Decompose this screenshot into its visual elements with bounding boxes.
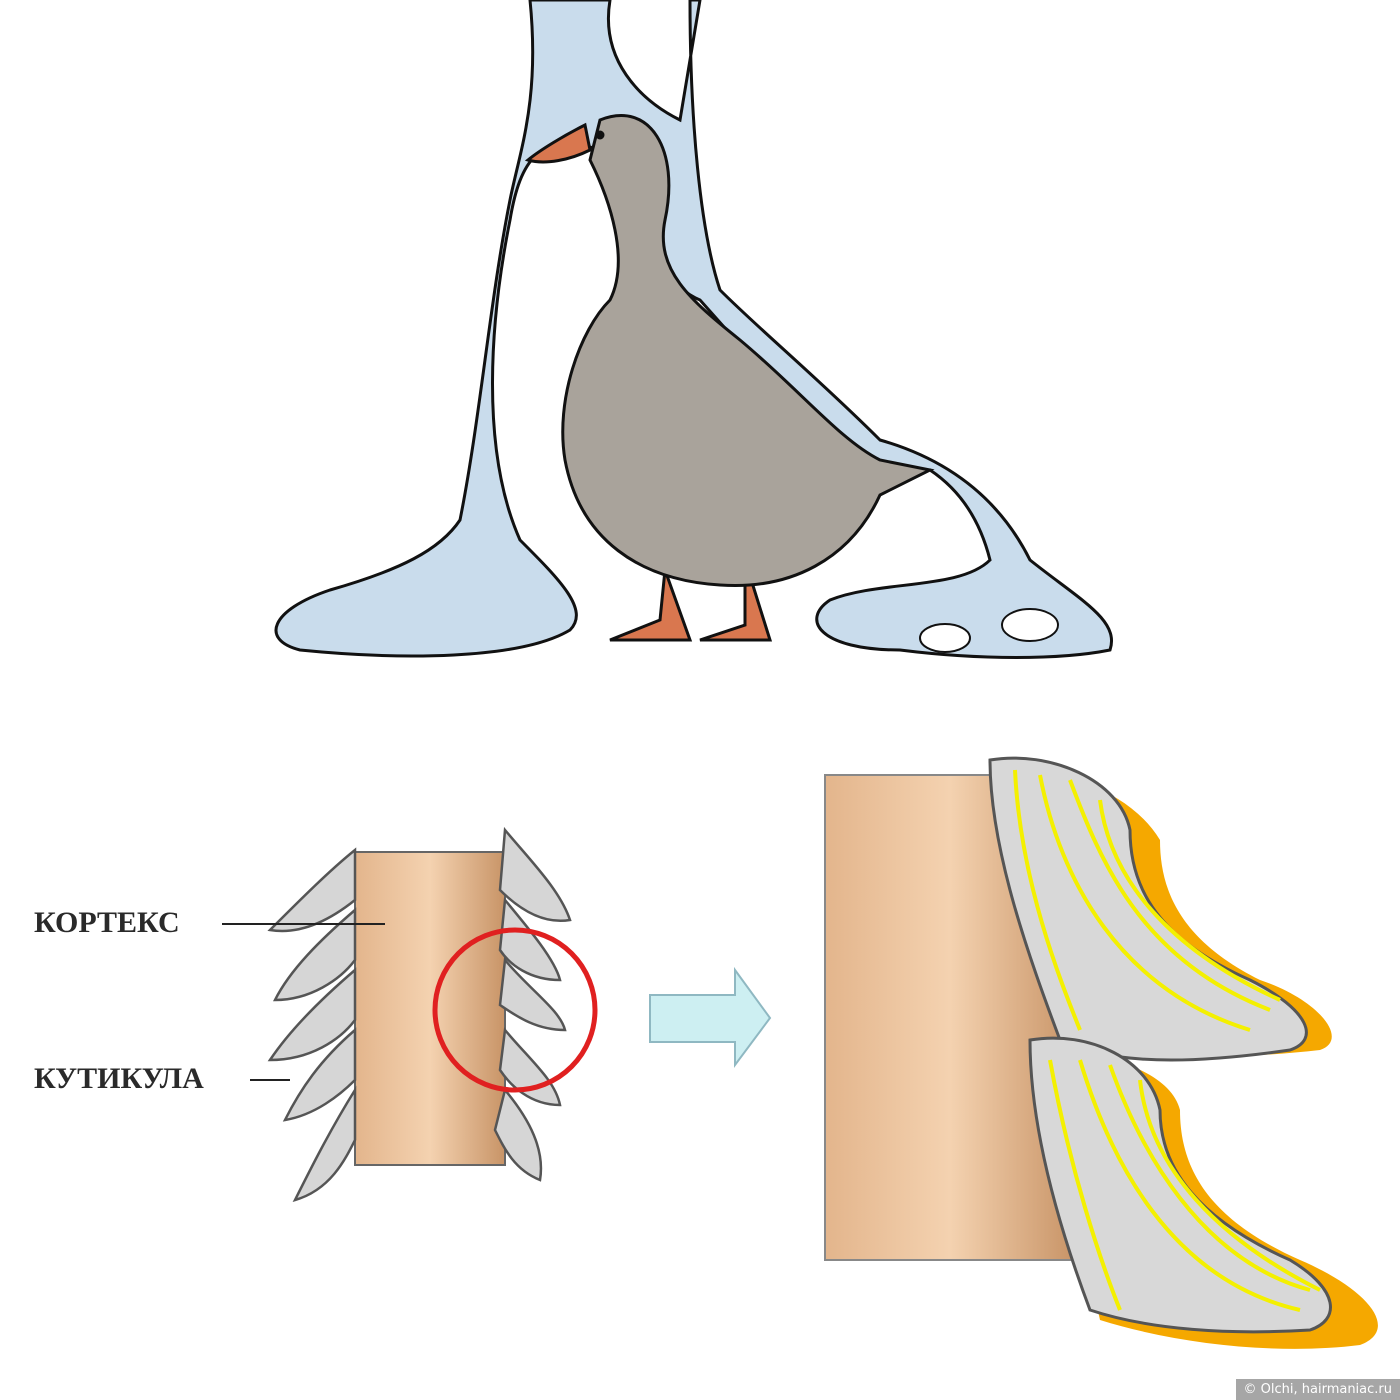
goose-eye [595, 130, 605, 140]
highlight-circle [432, 927, 598, 1093]
goose [524, 114, 935, 642]
cuticle-scales-small [267, 826, 572, 1202]
right-arrow-icon [649, 966, 772, 1069]
label-pointers [222, 923, 385, 1081]
cuticle-label: КУТИКУЛА [34, 1062, 204, 1095]
goose-legs [609, 559, 773, 642]
cuticle-scales-large [988, 756, 1378, 1349]
goose-body [561, 114, 935, 588]
goose-beak [524, 122, 592, 164]
watermark: © Olchi, hairmaniac.ru [1235, 1379, 1400, 1400]
water-highlights [919, 608, 1059, 653]
hair-shaft-small [354, 851, 506, 1166]
cortex-label: КОРТЕКС [34, 906, 180, 939]
